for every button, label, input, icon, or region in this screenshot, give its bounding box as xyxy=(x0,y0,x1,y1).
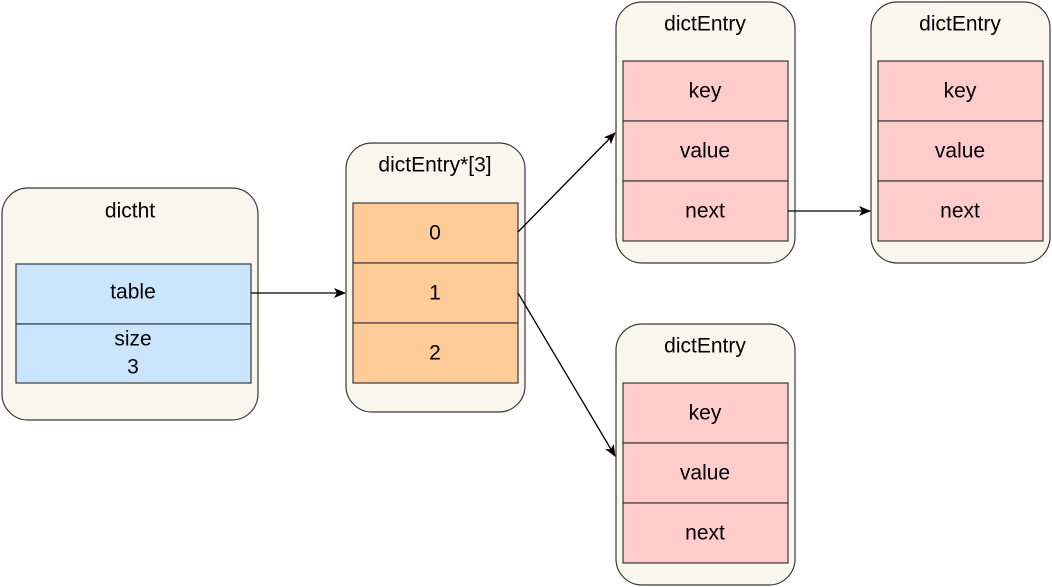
dict-entry-top-next-label: next xyxy=(685,200,725,223)
arrow-slot1-to-dict-entry-bottom xyxy=(517,292,616,457)
dict-entry-next-key-label: key xyxy=(944,80,977,103)
dict-entry-next-key xyxy=(877,60,1044,122)
bucket-slot-2 xyxy=(352,322,519,384)
bucket-slot-1 xyxy=(352,262,519,324)
dict-entry-bottom-value xyxy=(622,442,789,504)
dictht-size-label: size xyxy=(114,328,151,351)
dictht-table-field xyxy=(15,263,252,325)
bucket-array-title: dictEntry*[3] xyxy=(378,154,491,177)
dict-entry-top-value xyxy=(622,120,789,182)
dict-entry-next-value-label: value xyxy=(935,140,985,163)
dict-entry-next-next-label: next xyxy=(940,200,980,223)
dictht-table-label: table xyxy=(110,281,156,304)
dict-entry-bottom-key xyxy=(622,382,789,444)
dict-entry-top-title: dictEntry xyxy=(664,13,746,36)
dict-entry-next-title: dictEntry xyxy=(919,13,1001,36)
dictht-title: dictht xyxy=(105,200,155,223)
dict-entry-bottom-title: dictEntry xyxy=(664,335,746,358)
dictht-size-value: 3 xyxy=(127,356,139,379)
dict-entry-next-node: dictEntry key value next xyxy=(870,1,1051,264)
dictht-size-field xyxy=(15,323,252,384)
bucket-slot-0-label: 0 xyxy=(429,222,441,245)
bucket-slot-2-label: 2 xyxy=(429,342,441,365)
bucket-array-node: dictEntry*[3] 0 1 2 xyxy=(345,142,526,413)
dict-entry-bottom-next-label: next xyxy=(685,522,725,545)
dict-entry-bottom-value-label: value xyxy=(680,462,730,485)
dictht-node: dictht table size 3 xyxy=(1,187,259,421)
bucket-slot-0 xyxy=(352,202,519,264)
dict-entry-top-key-label: key xyxy=(689,80,722,103)
dict-entry-top-next xyxy=(622,180,789,242)
arrow-slot0-to-dict-entry-top xyxy=(517,132,616,233)
dict-entry-bottom-next xyxy=(622,502,789,564)
dict-entry-top-key xyxy=(622,60,789,122)
dict-entry-next-next xyxy=(877,180,1044,242)
dict-entry-next-value xyxy=(877,120,1044,182)
dict-entry-bottom-key-label: key xyxy=(689,402,722,425)
dict-entry-top-node: dictEntry key value next xyxy=(615,1,796,264)
dict-entry-bottom-node: dictEntry key value next xyxy=(615,323,796,586)
bucket-slot-1-label: 1 xyxy=(429,282,441,305)
dict-entry-top-value-label: value xyxy=(680,140,730,163)
